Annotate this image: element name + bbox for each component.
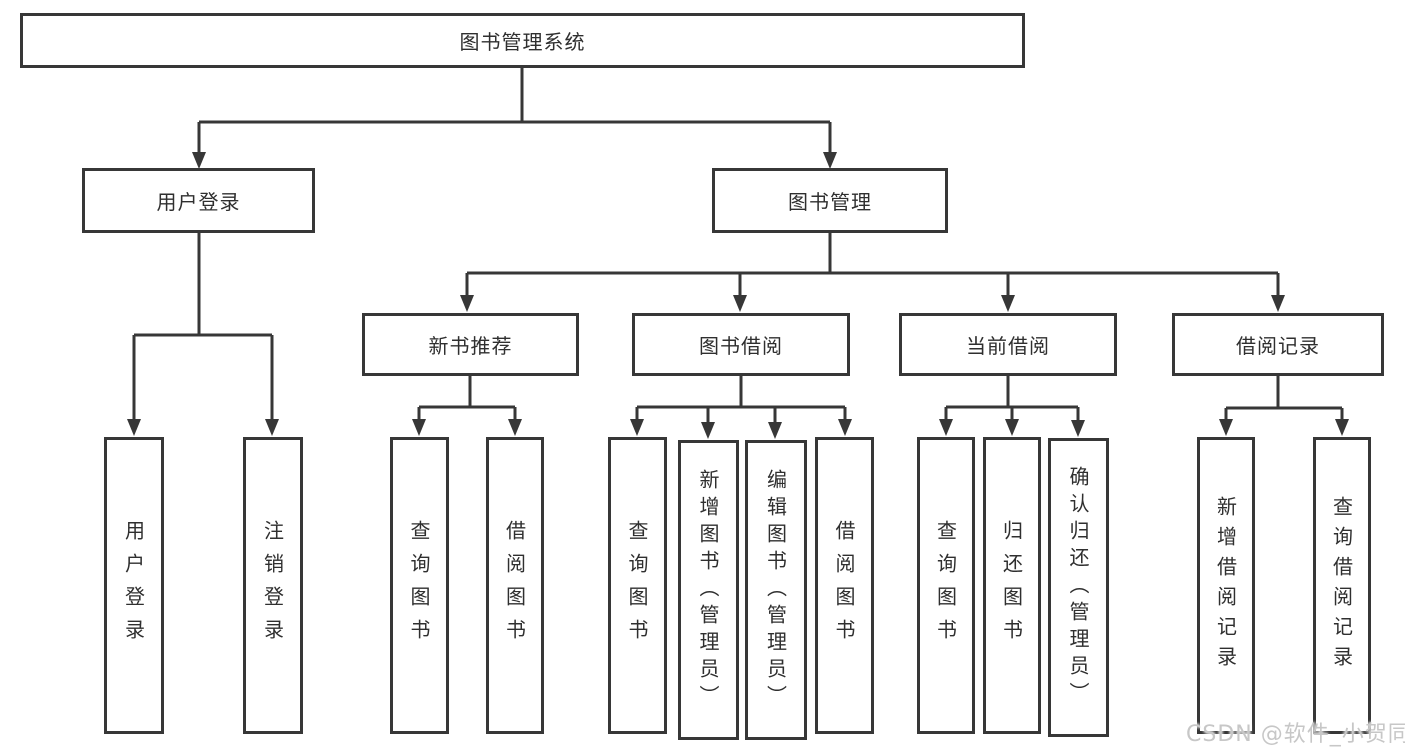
node-label: 归还图书 xyxy=(999,519,1024,652)
node-label: 查询图书 xyxy=(933,519,958,652)
connector-root-to-level2 xyxy=(197,68,832,154)
leaf-logout: 注销登录 xyxy=(243,437,303,734)
leaf-current-confirm-return-admin: 确认归还（管理员） xyxy=(1048,438,1109,737)
node-label: 确认归还（管理员） xyxy=(1066,466,1090,709)
leaf-newbook-borrow-books: 借阅图书 xyxy=(486,437,544,734)
connector-user-login-to-leaves xyxy=(132,233,274,421)
node-new-book-recommendation: 新书推荐 xyxy=(362,313,579,376)
leaf-borrowing-edit-books-admin: 编辑图书（管理员） xyxy=(745,440,807,740)
node-label: 新书推荐 xyxy=(428,334,513,358)
leaf-borrowing-query-books: 查询图书 xyxy=(608,437,667,734)
connector-borrowing-to-leaves xyxy=(635,376,847,424)
node-label: 编辑图书（管理员） xyxy=(763,468,788,712)
connector-current-to-leaves xyxy=(944,376,1080,422)
connector-book-mgmt-to-level3 xyxy=(465,233,1280,297)
node-book-management: 图书管理 xyxy=(712,168,948,233)
connector-new-book-to-leaves xyxy=(417,376,517,421)
node-label: 查询借阅记录 xyxy=(1329,495,1354,676)
node-label: 图书借阅 xyxy=(699,334,783,358)
node-user-login: 用户登录 xyxy=(82,168,315,233)
leaf-records-add-borrow-record: 新增借阅记录 xyxy=(1197,437,1255,734)
node-label: 借阅图书 xyxy=(502,519,527,652)
node-current-borrowing: 当前借阅 xyxy=(899,313,1117,376)
node-label: 查询图书 xyxy=(407,519,431,652)
leaf-borrowing-add-books-admin: 新增图书（管理员） xyxy=(678,440,739,740)
node-label: 图书管理系统 xyxy=(459,30,586,54)
csdn-watermark: CSDN @软件_小贺同学 xyxy=(1186,722,1405,747)
node-label: 用户登录 xyxy=(121,519,146,652)
node-library-management-system: 图书管理系统 xyxy=(20,13,1025,68)
leaf-newbook-query-books: 查询图书 xyxy=(390,437,449,734)
node-label: 用户登录 xyxy=(156,190,241,214)
connector-records-to-leaves xyxy=(1224,376,1344,421)
node-label: 查询图书 xyxy=(625,519,649,652)
leaf-records-query-borrow-record: 查询借阅记录 xyxy=(1313,437,1371,734)
node-label: 借阅记录 xyxy=(1236,334,1320,358)
node-label: 注销登录 xyxy=(260,519,285,652)
node-label: 图书管理 xyxy=(788,190,872,214)
node-label: 借阅图书 xyxy=(832,519,856,652)
node-label: 新增图书（管理员） xyxy=(696,468,720,712)
leaf-borrowing-borrow-books: 借阅图书 xyxy=(815,437,874,734)
leaf-current-return-books: 归还图书 xyxy=(983,437,1041,734)
leaf-current-query-books: 查询图书 xyxy=(917,437,975,734)
node-label: 新增借阅记录 xyxy=(1213,495,1238,676)
node-label: 当前借阅 xyxy=(966,334,1050,358)
leaf-user-login: 用户登录 xyxy=(104,437,164,734)
node-borrowing-records: 借阅记录 xyxy=(1172,313,1384,376)
node-book-borrowing: 图书借阅 xyxy=(632,313,850,376)
